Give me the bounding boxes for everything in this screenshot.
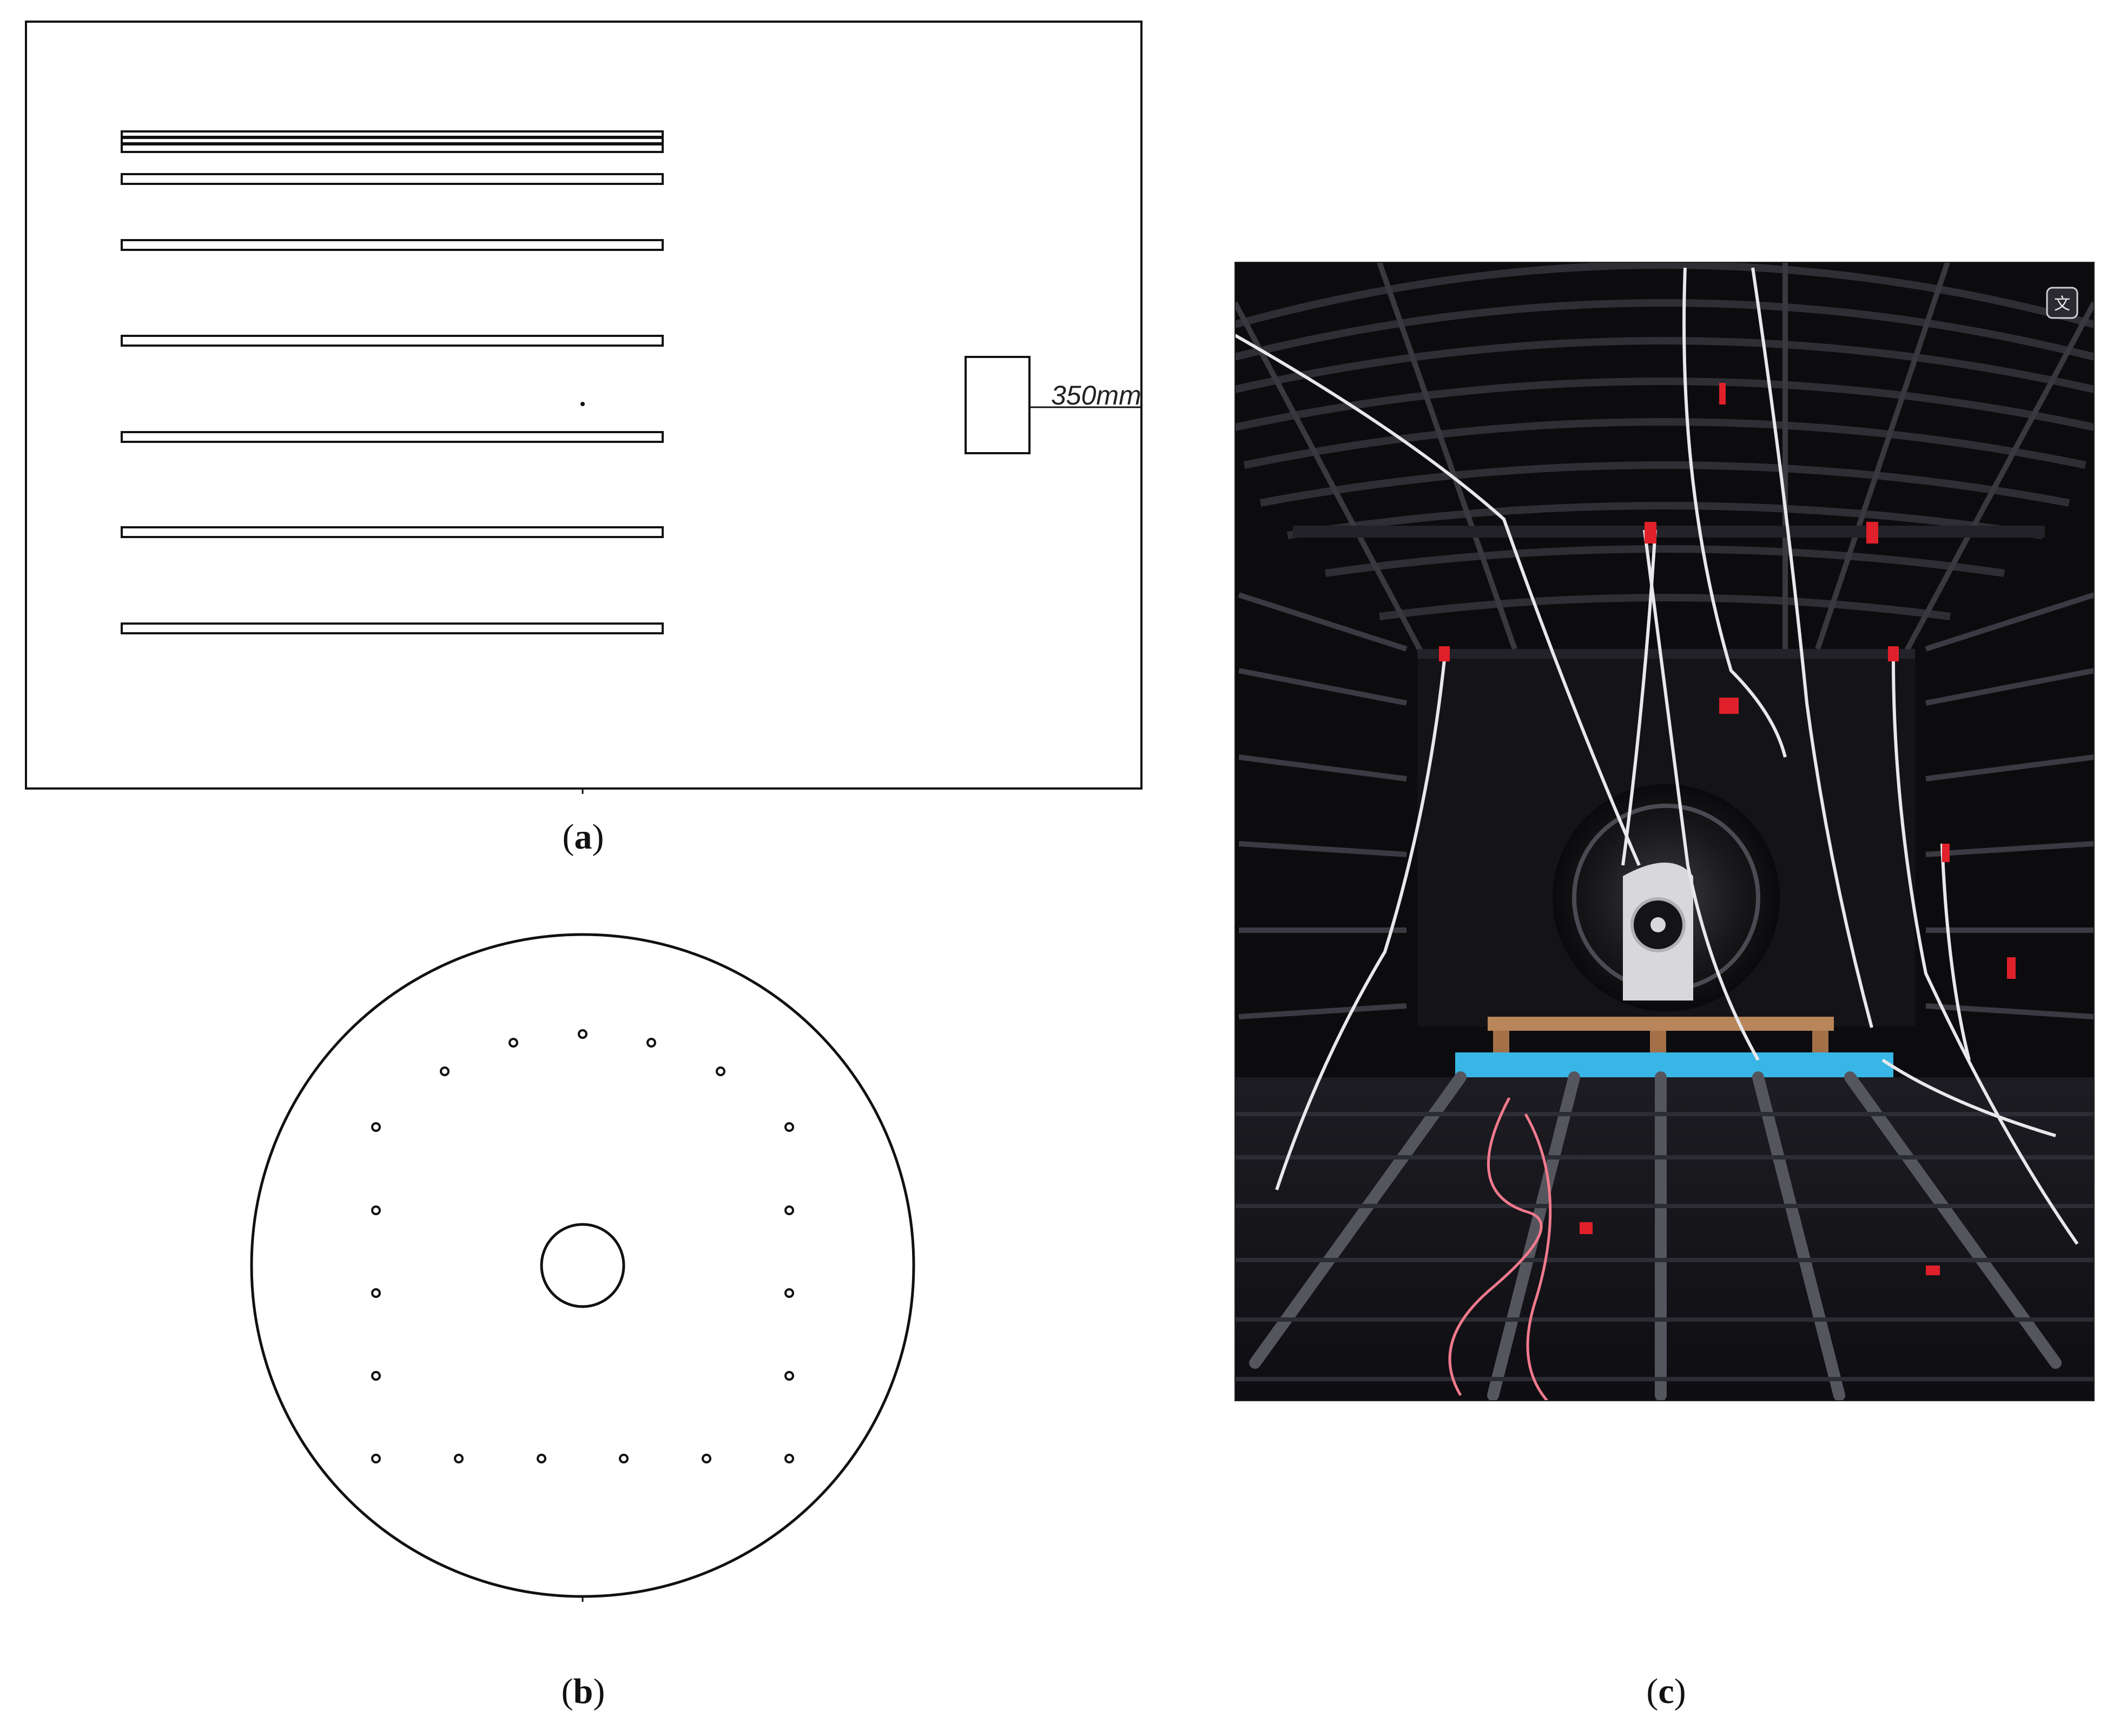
dimension-label: 350mm [1051,380,1141,410]
crossbar [1293,526,2045,538]
plate [121,137,664,144]
sensor-point [784,1205,794,1215]
sensor-point [784,1371,794,1381]
caption-b: (b) [561,1672,605,1711]
center-circle [540,1223,625,1308]
caption-b-letter: b [573,1672,593,1711]
plate [121,130,664,138]
sensor-point [371,1371,381,1381]
plate [121,622,664,634]
sensor-point [646,1038,656,1048]
plate [121,143,664,153]
pink-wires [1448,1097,1552,1401]
plate [121,239,664,251]
floor-rails [1249,1071,2062,1401]
panel-a-frame [25,21,1143,790]
foam-block [1455,1052,1893,1077]
sensor-point [716,1066,725,1076]
outer-circle [250,933,915,1598]
panel-a-drawing: 350mm [25,21,1143,794]
plate [121,526,664,538]
sensor-point [371,1454,381,1463]
plate [121,173,664,185]
sensor-point [440,1066,450,1076]
floor-crossbars [1235,1112,2094,1381]
source-box [965,356,1031,454]
caption-c-letter: c [1658,1672,1674,1711]
panel-c-photo: 文 [1235,262,2094,1401]
sensor-point [454,1454,464,1463]
caption-a-letter: a [574,817,592,857]
sensor-point [371,1205,381,1215]
sensor-points [371,1029,794,1463]
sensor-point [784,1122,794,1132]
left-wall [1238,592,1408,1106]
plate-stack [121,130,664,634]
photo-frame [1234,262,2095,1401]
ceiling-spines [1235,262,2094,667]
red-tape-markers [1439,383,2016,1275]
sensor-point [371,1122,381,1132]
sensor-point [784,1288,794,1298]
sensor-point [619,1454,629,1463]
wood-pallet [1488,1017,1834,1052]
svg-text:文: 文 [2054,295,2070,314]
caption-a: (a) [562,817,604,857]
sensor-point [578,1029,587,1039]
sensor-wires [1235,267,2079,1245]
sensor-point [371,1288,381,1298]
ceiling-ribs [1235,262,2094,620]
sensor-point [537,1454,546,1463]
translate-icon[interactable]: 文 [2046,287,2078,319]
plate [121,431,664,443]
crossbar [1417,649,1915,659]
panel-b-drawing [250,933,915,1602]
sensor-point [702,1454,711,1463]
fan-unit [1623,863,1693,1000]
caption-c: (c) [1646,1672,1686,1711]
sensor-point [784,1454,794,1463]
sensor-point [509,1038,518,1048]
plate [121,335,664,347]
reference-dot [580,402,585,406]
